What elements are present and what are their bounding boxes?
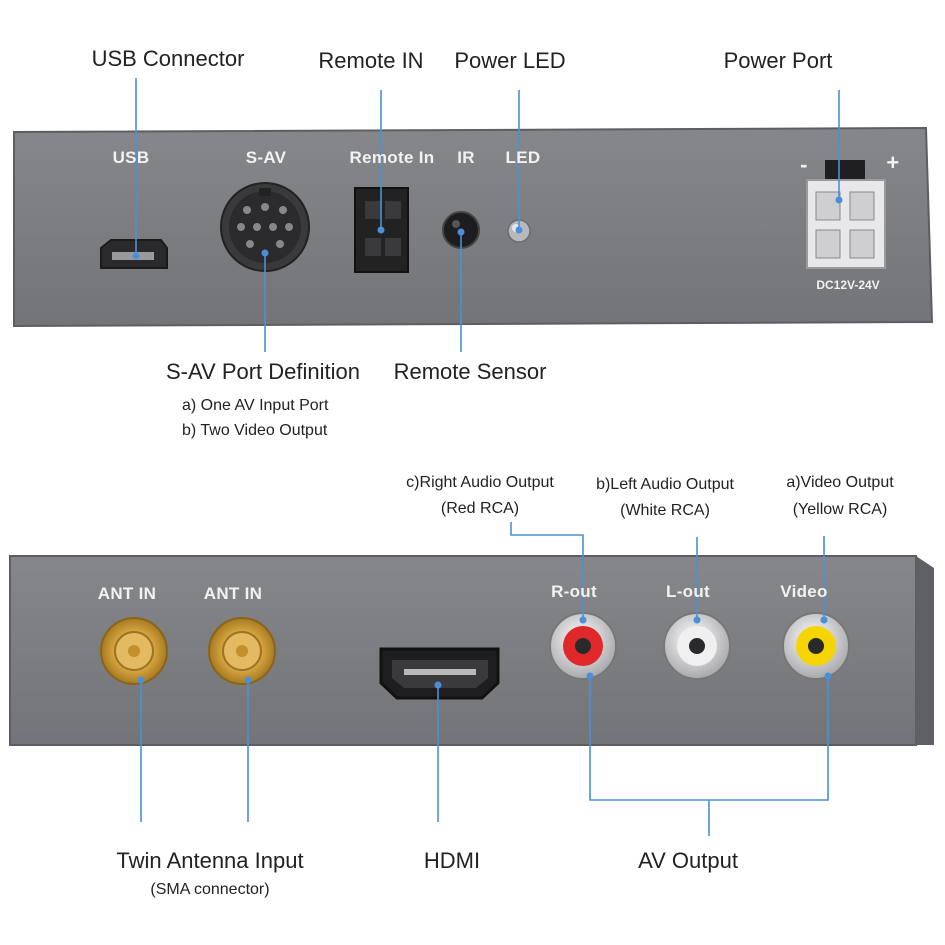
power-led-callout: Power LED [454,48,566,73]
sav-definition-b: b) Two Video Output [182,422,328,439]
sma-connector-1 [100,617,168,685]
left-audio-sub: (White RCA) [620,502,710,519]
rca-white-jack [663,612,731,680]
sma-connector-2 [208,617,276,685]
l-out-panel-label: L-out [666,582,710,601]
av-output-callout: AV Output [638,848,738,873]
twin-antenna-sub: (SMA connector) [150,881,270,898]
dc-voltage-label: DC12V-24V [816,278,880,292]
power-port-callout: Power Port [723,48,833,73]
video-output-callout: a)Video Output [786,474,894,491]
usb-panel-label: USB [112,148,150,167]
sav-panel-label: S-AV [245,148,287,167]
hdmi-callout: HDMI [423,848,481,873]
video-panel-label: Video [780,582,828,601]
s-av-port [220,182,310,272]
rca-yellow-jack [782,612,850,680]
hdmi-port [379,647,500,700]
rca-red-jack [549,612,617,680]
right-audio-callout: c)Right Audio Output [406,474,554,491]
power-port [806,160,886,269]
ir-panel-label: IR [457,148,475,167]
ant-in-1-panel-label: ANT IN [97,584,157,603]
remote-in-callout: Remote IN [318,48,424,73]
plus-panel-label: + [886,150,900,175]
right-audio-sub: (Red RCA) [440,500,520,517]
usb-connector-callout: USB Connector [91,46,245,71]
video-output-sub: (Yellow RCA) [792,501,888,518]
ant-in-2-panel-label: ANT IN [203,584,263,603]
sav-port-definition-callout: S-AV Port Definition [165,359,361,384]
r-out-panel-label: R-out [551,582,597,601]
remote-sensor-callout: Remote Sensor [393,359,547,384]
leader-dots [132,196,843,689]
sav-definition-a: a) One AV Input Port [182,397,329,414]
remote-in-panel-label: Remote In [349,148,435,167]
left-audio-callout: b)Left Audio Output [596,476,734,493]
leader-lines [135,78,840,836]
twin-antenna-callout: Twin Antenna Input [116,848,304,873]
led-panel-label: LED [505,148,541,167]
minus-panel-label: - [800,152,808,177]
